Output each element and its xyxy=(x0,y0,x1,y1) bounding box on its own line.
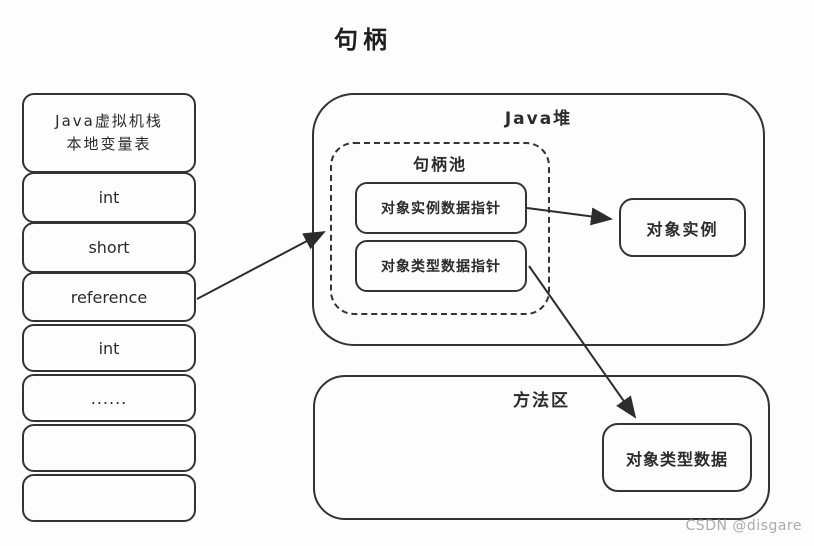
instance-data-pointer-label: 对象实例数据指针 xyxy=(381,201,501,217)
stack-slot-reference: reference xyxy=(22,272,196,322)
stack-slot-empty-2 xyxy=(22,474,196,522)
object-instance-box: 对象实例 xyxy=(619,198,746,257)
method-area-label: 方法区 xyxy=(513,391,570,411)
type-data-pointer-label: 对象类型数据指针 xyxy=(381,259,501,275)
stack-slot-label: int xyxy=(98,338,120,358)
stack-slot-int-1: int xyxy=(22,172,196,223)
stack-slot-short: short xyxy=(22,222,196,273)
stack-slot-empty-1 xyxy=(22,424,196,472)
stack-slot-label: short xyxy=(88,238,130,257)
stack-slot-label: ...... xyxy=(90,388,128,408)
reference-to-handle-pool-arrow xyxy=(196,231,326,300)
stack-header-line2: 本地变量表 xyxy=(66,135,152,153)
stack-slot-int-2: int xyxy=(22,324,196,372)
diagram-title: 句柄 xyxy=(334,26,392,54)
object-instance-label: 对象实例 xyxy=(646,219,719,239)
stack-header-box: Java虚拟机栈 本地变量表 xyxy=(22,93,196,173)
instance-data-pointer-box: 对象实例数据指针 xyxy=(355,182,527,234)
stack-header-line1: Java虚拟机栈 xyxy=(55,111,163,130)
type-data-pointer-box: 对象类型数据指针 xyxy=(355,240,527,292)
object-type-data-label: 对象类型数据 xyxy=(625,449,728,469)
java-heap-label: Java堆 xyxy=(504,109,573,129)
stack-slot-label: reference xyxy=(70,287,148,307)
object-type-data-box: 对象类型数据 xyxy=(602,423,752,492)
csdn-watermark: CSDN @disgare xyxy=(685,518,802,534)
stack-slot-label: int xyxy=(98,188,120,207)
stack-slot-ellipsis: ...... xyxy=(22,374,196,422)
handle-pool-label: 句柄池 xyxy=(412,155,467,174)
